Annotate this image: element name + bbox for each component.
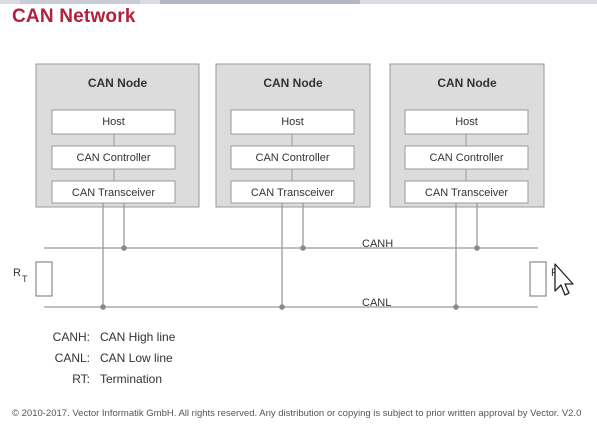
- canl-junction: [279, 304, 285, 310]
- termination-label-left: R: [13, 267, 21, 279]
- node-title: CAN Node: [88, 76, 148, 90]
- node-title: CAN Node: [263, 76, 323, 90]
- canl-junction: [453, 304, 459, 310]
- host-label: Host: [281, 116, 304, 128]
- can-transceiver-box: [404, 180, 529, 204]
- canl-label: CANL: [362, 297, 391, 309]
- canh-junction: [121, 245, 127, 251]
- host-box: [404, 109, 529, 135]
- can-controller-label: CAN Controller: [430, 152, 504, 164]
- canl-junction: [100, 304, 106, 310]
- legend-value: CAN High line: [100, 330, 176, 344]
- can-node-1: CAN Node Host CAN Controller CAN Transce…: [35, 63, 200, 310]
- legend-value: Termination: [100, 372, 163, 386]
- mouse-pointer-icon: [554, 263, 574, 296]
- node-title: CAN Node: [437, 76, 497, 90]
- can-transceiver-label: CAN Transceiver: [251, 187, 334, 199]
- can-controller-label: CAN Controller: [256, 152, 330, 164]
- canh-junction: [300, 245, 306, 251]
- can-controller-label: CAN Controller: [77, 152, 151, 164]
- canh-junction: [474, 245, 480, 251]
- can-node-3: CAN Node Host CAN Controller CAN Transce…: [389, 63, 545, 310]
- copyright-footer: © 2010-2017. Vector Informatik GmbH. All…: [12, 408, 582, 419]
- page-title: CAN Network: [12, 6, 136, 27]
- termination-resistor-left: [35, 261, 53, 297]
- can-controller-box: [404, 145, 529, 170]
- legend-key: RT:: [72, 372, 90, 386]
- legend-key: CANL:: [54, 351, 90, 365]
- can-node-2: CAN Node Host CAN Controller CAN Transce…: [215, 63, 371, 310]
- can-transceiver-label: CAN Transceiver: [72, 187, 155, 199]
- can-controller-box: [230, 145, 355, 170]
- can-controller-box: [51, 145, 176, 170]
- host-box: [230, 109, 355, 135]
- background-tab[interactable]: [160, 0, 360, 4]
- can-transceiver-label: CAN Transceiver: [425, 187, 508, 199]
- termination-label-left-sub: T: [22, 274, 28, 284]
- background-tab[interactable]: [20, 0, 140, 4]
- host-label: Host: [455, 116, 478, 128]
- legend-key: CANH:: [52, 330, 90, 344]
- window-top-bar: [0, 0, 597, 4]
- termination-resistor-right: [529, 261, 547, 297]
- legend-value: CAN Low line: [100, 351, 173, 365]
- canh-label: CANH: [362, 238, 393, 250]
- host-label: Host: [102, 116, 125, 128]
- can-transceiver-box: [51, 180, 176, 204]
- can-transceiver-box: [230, 180, 355, 204]
- host-box: [51, 109, 176, 135]
